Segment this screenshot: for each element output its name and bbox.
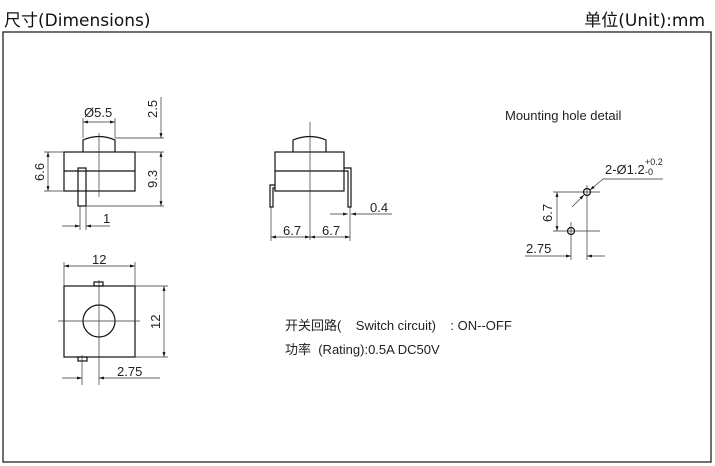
front-view: 6.7 6.7 0.4: [269, 122, 392, 241]
total-height-label: 9.3: [145, 170, 160, 188]
spacing-x-label: 2.75: [526, 241, 551, 256]
depth-label: 12: [148, 315, 163, 329]
rating-spec: 功率 (Rating):0.5A DC50V: [285, 342, 440, 357]
width-label: 12: [92, 252, 106, 267]
cap-diameter-label: Ø5.5: [84, 105, 112, 120]
dimensions-title: 尺寸(Dimensions): [4, 11, 151, 31]
cap-height-label: 2.5: [145, 100, 160, 118]
tolerance-plus: +0.2: [645, 157, 663, 167]
hole-size-label: 2-Ø1.2: [605, 162, 645, 177]
tolerance-minus: -0: [645, 167, 653, 177]
pin-width-label: 1: [103, 211, 110, 226]
pin-thickness-label: 0.4: [370, 200, 388, 215]
drawing-frame: [2, 31, 712, 463]
pin-left-label: 6.7: [283, 223, 301, 238]
pin-offset-label: 2.75: [117, 364, 142, 379]
side-view: Ø5.5 2.5 9.3 6.6 1: [32, 97, 164, 230]
circuit-spec: 开关回路( Switch circuit) : ON--OFF: [285, 318, 512, 333]
spacing-y-label: 6.7: [540, 204, 555, 222]
pin-right-label: 6.7: [322, 223, 340, 238]
top-view: 12 12 2.75: [58, 252, 168, 385]
mounting-hole-detail: Mounting hole detail 6.7 2.75 2-Ø1.2 +0.…: [505, 108, 663, 260]
unit-label: 单位(Unit):mm: [584, 11, 705, 31]
body-height-label: 6.6: [32, 163, 47, 181]
mounting-title: Mounting hole detail: [505, 108, 621, 123]
